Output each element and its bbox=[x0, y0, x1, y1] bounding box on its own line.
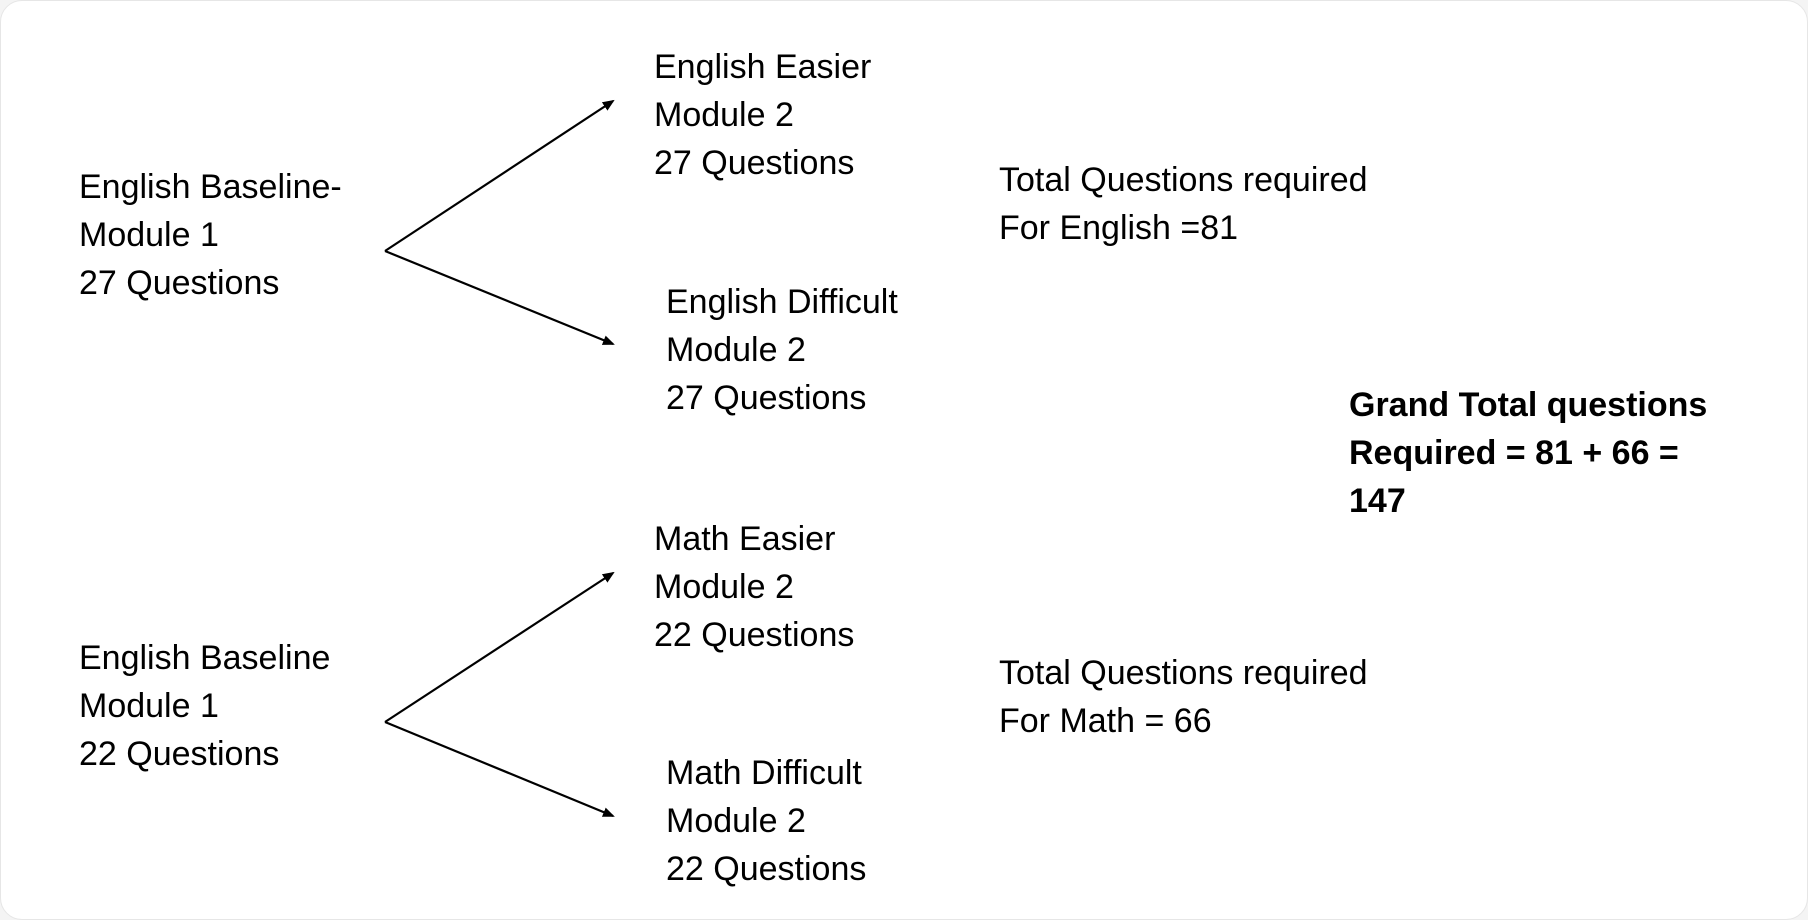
node-line: Module 2 bbox=[666, 331, 806, 369]
arrow-english-to-easier bbox=[384, 99, 615, 252]
node-line: 22 Questions bbox=[654, 616, 855, 654]
node-line: Module 2 bbox=[654, 568, 794, 606]
node-line: 147 bbox=[1349, 482, 1406, 520]
node-line: Module 2 bbox=[654, 96, 794, 134]
math-difficult-node: Math Difficult Module 2 22 Questions bbox=[666, 749, 866, 893]
node-line: 22 Questions bbox=[666, 850, 867, 888]
node-line: 27 Questions bbox=[654, 144, 855, 182]
node-line: Total Questions required bbox=[999, 161, 1368, 199]
english-baseline-node: English Baseline- Module 1 27 Questions bbox=[79, 163, 342, 307]
node-line: English Difficult bbox=[666, 283, 898, 321]
node-line: Math Difficult bbox=[666, 754, 862, 792]
node-line: 27 Questions bbox=[79, 264, 280, 302]
node-line: 22 Questions bbox=[79, 735, 280, 773]
arrow-math-to-easier bbox=[384, 571, 615, 723]
node-line: English Baseline bbox=[79, 639, 331, 677]
node-line: Module 1 bbox=[79, 687, 219, 725]
math-easier-node: Math Easier Module 2 22 Questions bbox=[654, 515, 854, 659]
grand-total-node: Grand Total questions Required = 81 + 66… bbox=[1349, 381, 1707, 525]
math-total-node: Total Questions required For Math = 66 bbox=[999, 649, 1368, 745]
node-line: Required = 81 + 66 = bbox=[1349, 434, 1679, 472]
node-line: Total Questions required bbox=[999, 654, 1368, 692]
node-line: English Easier bbox=[654, 48, 872, 86]
arrow-english-to-difficult bbox=[384, 249, 615, 346]
english-total-node: Total Questions required For English =81 bbox=[999, 156, 1368, 252]
math-baseline-node: English Baseline Module 1 22 Questions bbox=[79, 634, 330, 778]
arrow-math-to-difficult bbox=[384, 720, 615, 818]
node-line: Math Easier bbox=[654, 520, 836, 558]
node-line: For English =81 bbox=[999, 209, 1239, 247]
node-line: English Baseline- bbox=[79, 168, 342, 206]
node-line: Grand Total questions bbox=[1349, 386, 1708, 424]
node-line: Module 2 bbox=[666, 802, 806, 840]
english-easier-node: English Easier Module 2 27 Questions bbox=[654, 43, 871, 187]
english-difficult-node: English Difficult Module 2 27 Questions bbox=[666, 278, 898, 422]
node-line: Module 1 bbox=[79, 216, 219, 254]
node-line: 27 Questions bbox=[666, 379, 867, 417]
node-line: For Math = 66 bbox=[999, 702, 1212, 740]
